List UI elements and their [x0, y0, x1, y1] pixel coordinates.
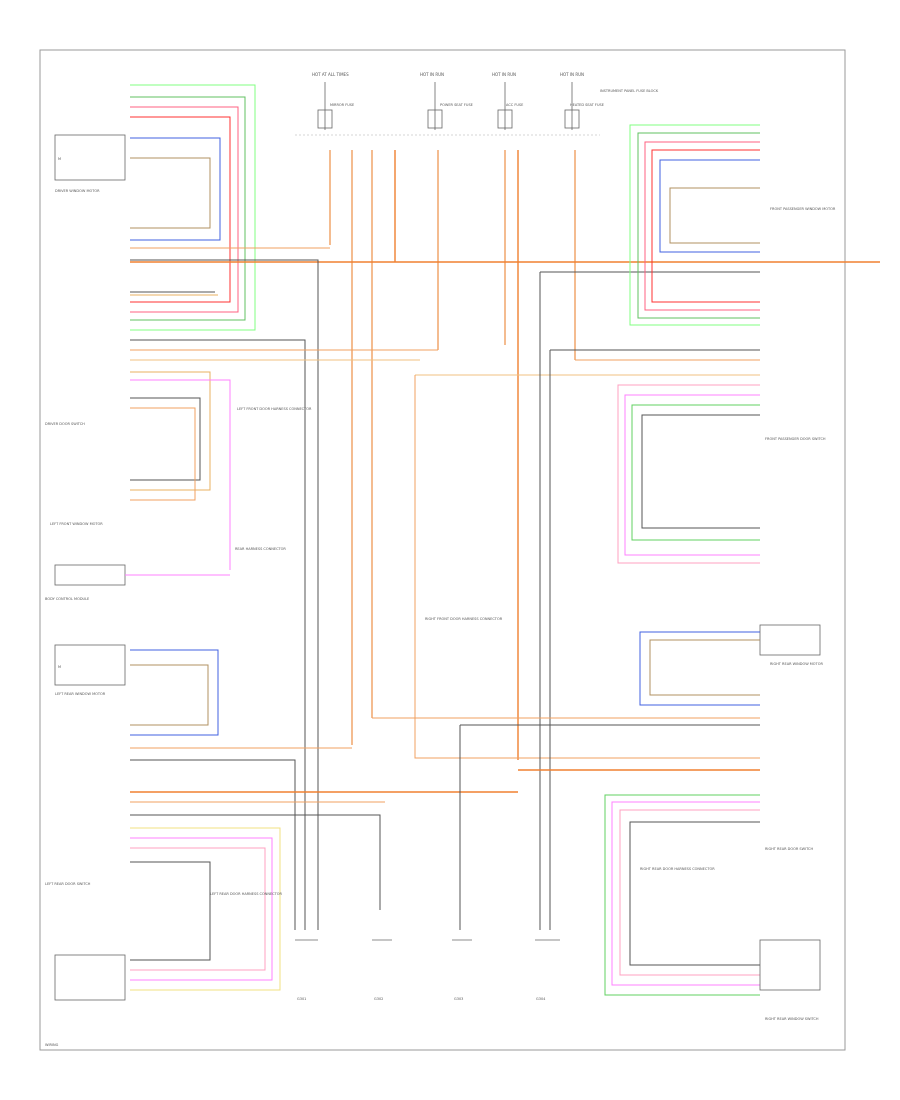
grounds: G301 G302 G303 G304 — [295, 939, 560, 1001]
pass-door-switch-pins: FRONT PASSENGER DOOR SWITCH — [575, 359, 826, 564]
bcm-label: BODY CONTROL MODULE — [45, 597, 89, 601]
rr-harness-note: RIGHT REAR DOOR HARNESS CONNECTOR — [640, 867, 715, 871]
rr-window-motor: RIGHT REAR WINDOW MOTOR — [639, 624, 823, 706]
ground-label-4: G304 — [536, 997, 546, 1001]
rr-window-switch-label: RIGHT REAR WINDOW SWITCH — [765, 1017, 819, 1021]
lr-window-motor: M LEFT REAR WINDOW MOTOR — [54, 644, 219, 736]
svg-text:M: M — [58, 157, 61, 161]
rr-door-switch-pins: RIGHT REAR DOOR SWITCH RIGHT REAR DOOR H… — [518, 769, 821, 1021]
fuse-label-1: MIRROR FUSE — [330, 103, 354, 107]
pass-harness-note: RIGHT FRONT DOOR HARNESS CONNECTOR — [425, 617, 503, 621]
fuse-block-side-label: INSTRUMENT PANEL FUSE BLOCK — [600, 89, 659, 93]
fuse-label-4: HEATED SEAT FUSE — [570, 103, 604, 107]
footer-label: WIRING — [45, 1043, 59, 1047]
diagram-frame — [39, 49, 846, 1051]
lr-door-switch-pins: LEFT REAR DOOR SWITCH LEFT REAR DOOR HAR… — [45, 747, 518, 991]
fuse-block: HOT AT ALL TIMES HOT IN RUN HOT IN RUN H… — [295, 72, 659, 136]
ground-label-2: G302 — [374, 997, 383, 1001]
driver-door-switch-label: DRIVER DOOR SWITCH — [45, 422, 85, 426]
pass-window-motor-label: FRONT PASSENGER WINDOW MOTOR — [770, 207, 836, 211]
fuse-hot-label-3: HOT IN RUN — [492, 72, 516, 77]
pass-window-motor-wires: FRONT PASSENGER WINDOW MOTOR — [629, 124, 836, 326]
lr-window-motor-label: LEFT REAR WINDOW MOTOR — [55, 692, 106, 696]
driver-harness-note: LEFT FRONT DOOR HARNESS CONNECTOR — [237, 407, 312, 411]
rr-door-switch-label: RIGHT REAR DOOR SWITCH — [765, 847, 813, 851]
fuse-feed-wires — [329, 150, 576, 760]
ground-label-3: G303 — [454, 997, 463, 1001]
driver-window-motor-label: DRIVER WINDOW MOTOR — [55, 189, 100, 193]
fuse-hot-label-2: HOT IN RUN — [420, 72, 444, 77]
fuse-hot-label-4: HOT IN RUN — [560, 72, 584, 77]
lr-window-switch — [54, 954, 126, 1001]
lf-window-motor-label: LEFT FRONT WINDOW MOTOR — [50, 522, 103, 526]
fuse-label-2: POWER SEAT FUSE — [440, 103, 473, 107]
pass-door-switch-label: FRONT PASSENGER DOOR SWITCH — [765, 437, 826, 441]
svg-text:M: M — [58, 665, 61, 669]
fuse-hot-label-1: HOT AT ALL TIMES — [312, 72, 349, 77]
driver-door-switch-pins: DRIVER DOOR SWITCH LEFT FRONT WINDOW MOT… — [45, 339, 438, 930]
rr-window-motor-label: RIGHT REAR WINDOW MOTOR — [770, 662, 823, 666]
driver-window-motor: M DRIVER WINDOW MOTOR — [54, 134, 126, 193]
lr-door-switch-label: LEFT REAR DOOR SWITCH — [45, 882, 91, 886]
lf-top-wires — [130, 84, 880, 930]
bcm-connector: BODY CONTROL MODULE REAR HARNESS CONNECT… — [45, 547, 286, 601]
lr-harness-note: LEFT REAR DOOR HARNESS CONNECTOR — [210, 892, 283, 896]
fuse-label-3: ACC FUSE — [506, 103, 523, 107]
center-wires: RIGHT FRONT DOOR HARNESS CONNECTOR — [372, 271, 760, 930]
rear-harness-note: REAR HARNESS CONNECTOR — [235, 547, 286, 551]
ground-label-1: G301 — [297, 997, 306, 1001]
